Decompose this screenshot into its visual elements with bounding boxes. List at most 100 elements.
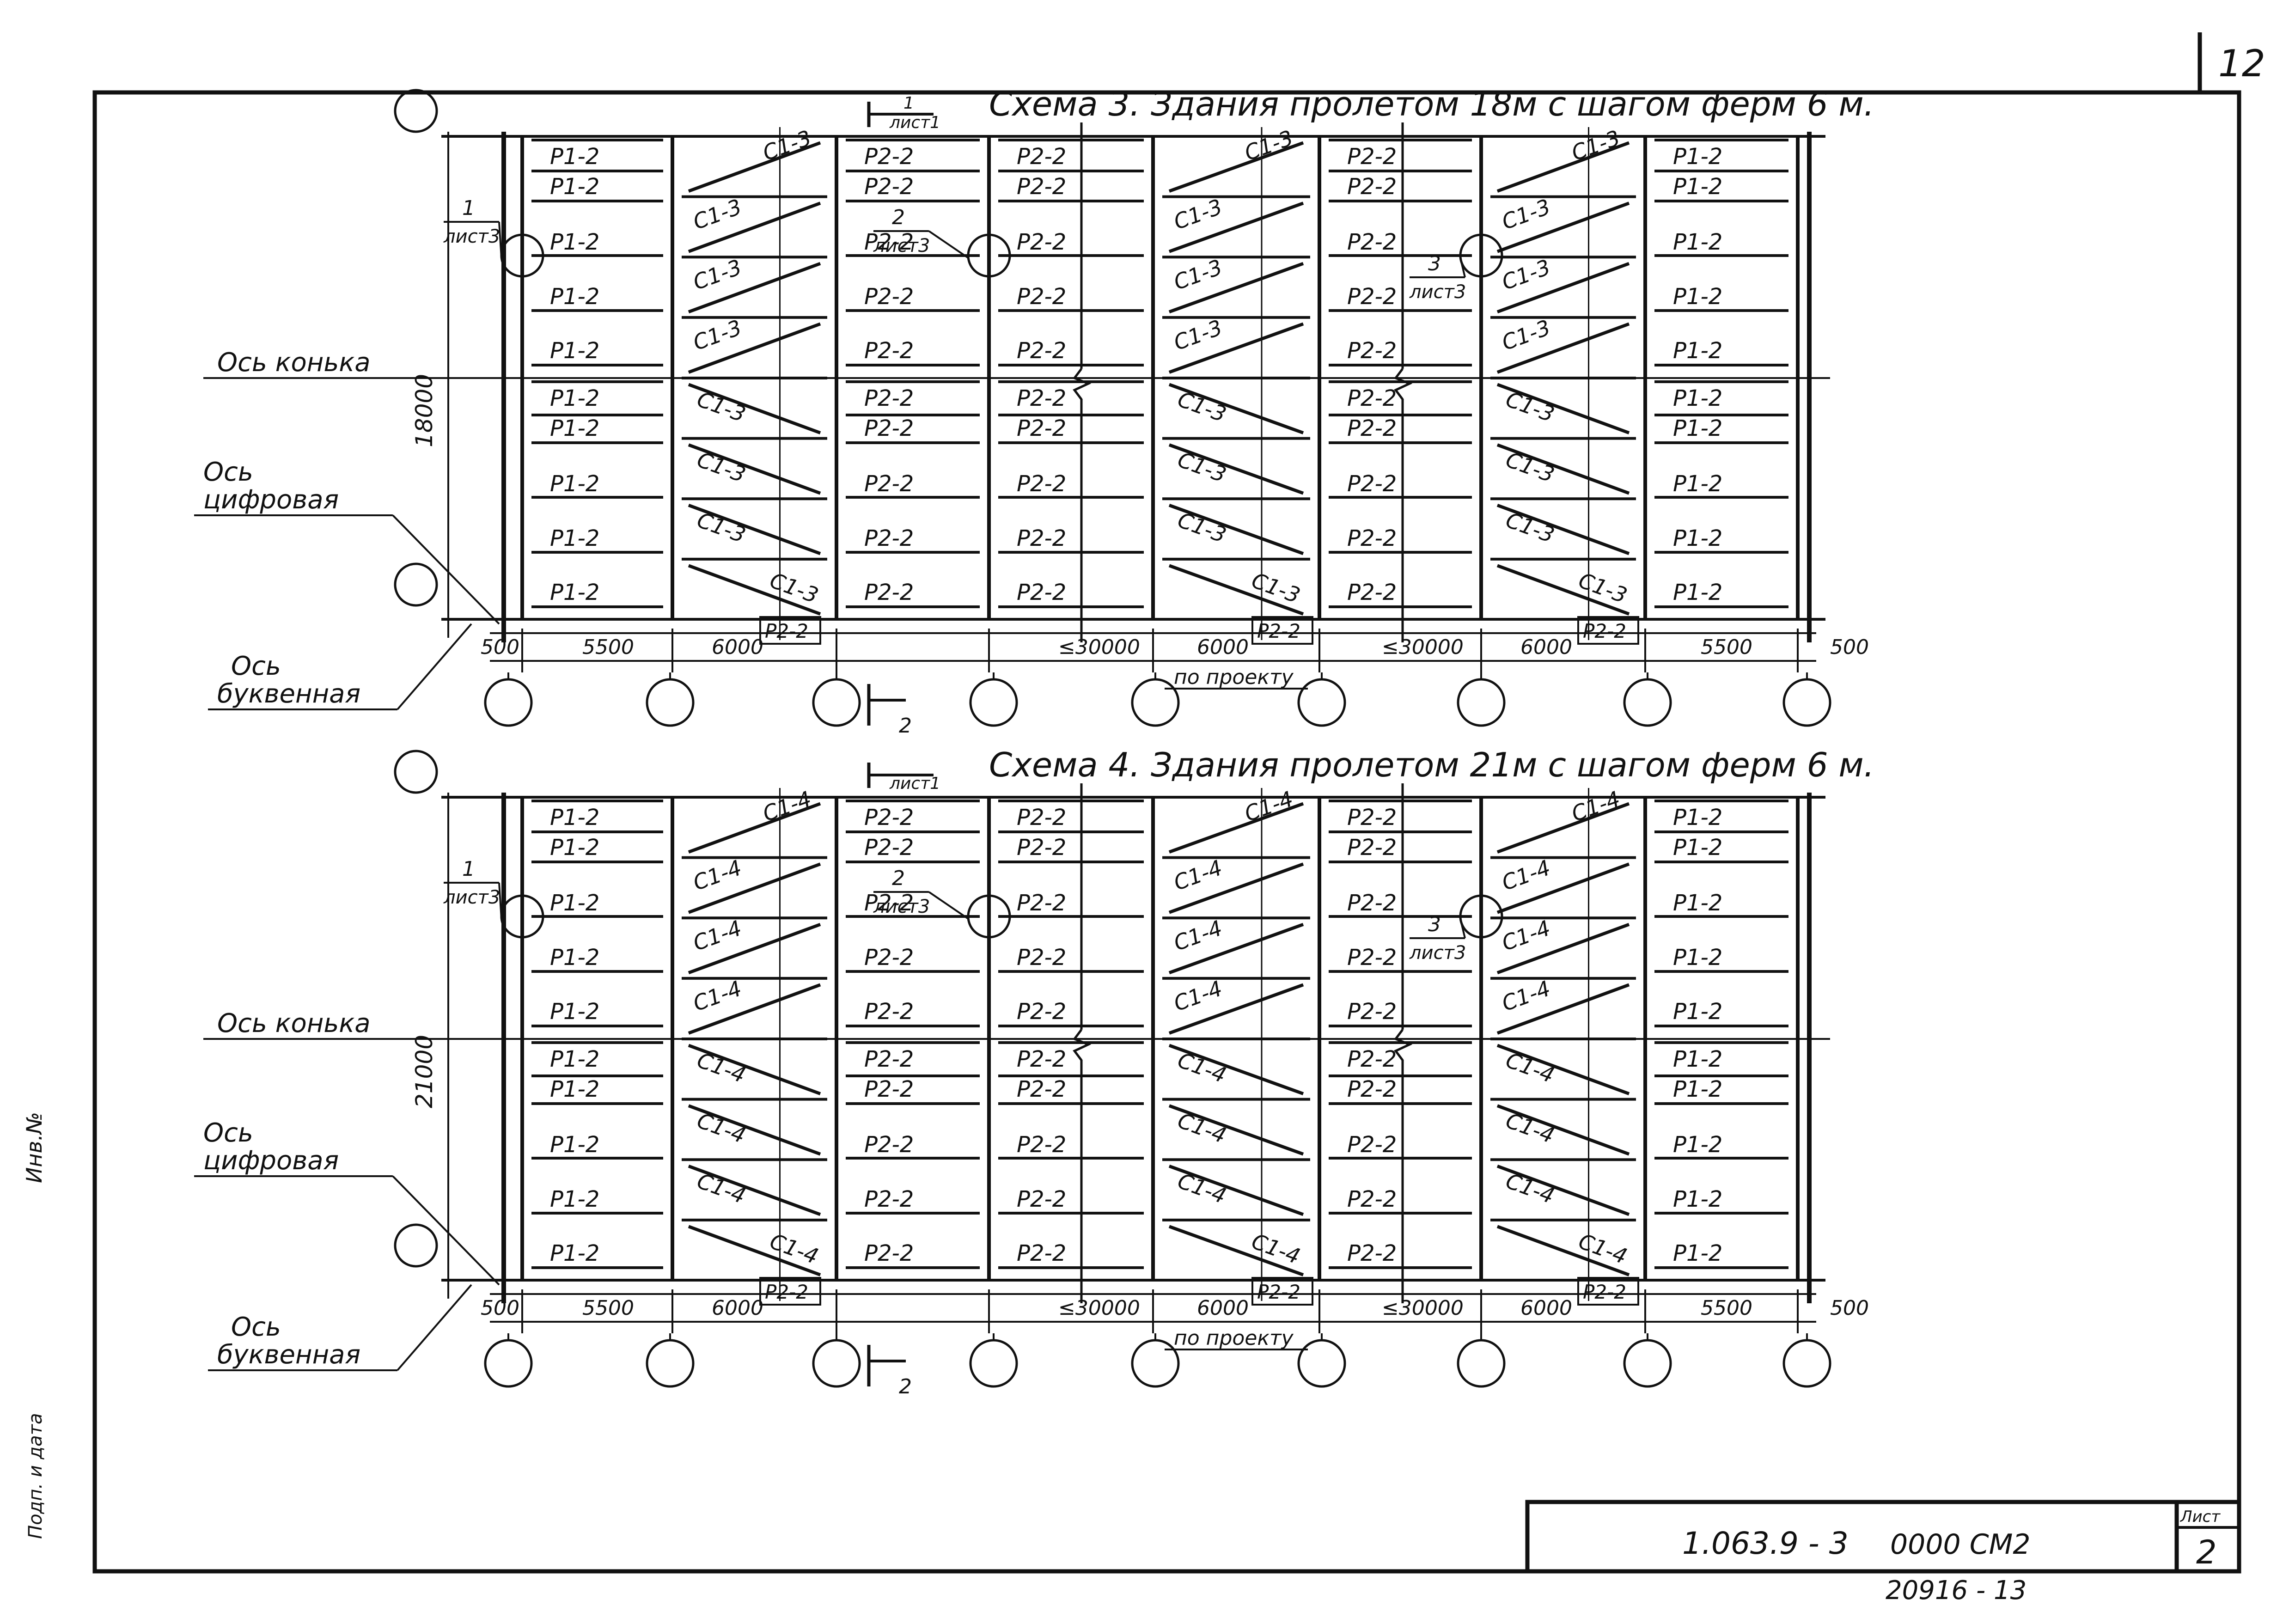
brace-label: С1-4 (690, 976, 745, 1016)
purlin-label: Р1-2 (550, 525, 599, 551)
cross-brace (688, 983, 821, 1035)
bottom-mark: Р2-2 (765, 620, 808, 642)
purlin-label: Р2-2 (1347, 580, 1397, 605)
purlin-label: Р2-2 (864, 835, 914, 861)
cross-brace (1496, 802, 1630, 854)
bottom-mark: Р2-2 (1583, 620, 1626, 642)
height-dimension: 18000 (411, 374, 438, 447)
bay-dimension: ≤30000 (1058, 1296, 1140, 1320)
cross-brace (1496, 141, 1630, 193)
purlin-label: Р2-2 (1017, 890, 1066, 916)
purlin-label: Р1-2 (1673, 525, 1722, 551)
cross-brace (688, 201, 821, 253)
axis-bubble-bottom (394, 1223, 438, 1268)
brace-label: С1-4 (690, 916, 745, 956)
doc-code: 1.063.9 - 3 (1682, 1526, 1849, 1561)
cross-brace (1496, 564, 1630, 616)
purlin-label: Р1-2 (550, 999, 599, 1025)
archive-stamp: 20916 - 13 (1886, 1575, 2026, 1606)
purlin-label: Р1-2 (550, 835, 599, 861)
cross-brace (1168, 983, 1304, 1035)
cross-brace (1496, 983, 1630, 1035)
brace-label: С1-4 (690, 855, 745, 895)
purlin-label: Р1-2 (550, 385, 599, 411)
page-number: 12 (2218, 42, 2265, 85)
cross-brace (688, 503, 821, 556)
bottom-mark: Р2-2 (765, 1281, 808, 1303)
cross-brace (1168, 141, 1304, 193)
cross-brace (1496, 262, 1630, 314)
detail-callout-circle (1459, 894, 1503, 939)
purlin-label: Р2-2 (1017, 580, 1066, 605)
detail-callout-sheet: лист3 (873, 896, 930, 917)
purlin-label: Р1-2 (1673, 945, 1722, 971)
axis-bubble (1457, 1339, 1506, 1388)
brace-label: С1-4 (1171, 976, 1226, 1016)
bottom-mark-box (759, 616, 821, 645)
axis-bubble (1782, 1339, 1831, 1388)
bay-dimension: 6000 (1197, 1296, 1249, 1320)
brace-label: С1-3 (759, 125, 814, 165)
axis-bubble (646, 678, 695, 727)
cross-brace (688, 922, 821, 975)
detail-callout-leader (1459, 918, 1466, 939)
purlin-label: Р1-2 (1673, 1186, 1722, 1212)
brace-label: С1-3 (1171, 194, 1226, 234)
brace-label: С1-4 (1502, 1168, 1557, 1209)
brace-label: С1-4 (1174, 1047, 1229, 1087)
ridge-axis-label: Ось конька (217, 1008, 371, 1038)
detail-callout-leader (1459, 257, 1466, 278)
cross-brace (1168, 383, 1304, 434)
bottom-mark-box (1251, 1277, 1313, 1306)
cross-brace (688, 262, 821, 314)
purlin-label: Р2-2 (864, 229, 914, 255)
detail-callout-number: 1 (462, 196, 475, 220)
numeric-axis-label: цифровая (203, 485, 339, 515)
cross-brace (688, 1225, 821, 1276)
bay-dimension: 6000 (1197, 635, 1249, 659)
purlin-label: Р1-2 (1673, 471, 1722, 497)
detail-callout-sheet: лист3 (1409, 942, 1466, 964)
purlin-label: Р2-2 (1017, 1046, 1066, 1072)
brace-label: С1-3 (1174, 447, 1229, 487)
purlin-label: Р2-2 (864, 385, 914, 411)
bay-dimension: 6000 (712, 1296, 763, 1320)
doc-name: 0000 СМ2 (1890, 1528, 2031, 1561)
bay-dimension: 5500 (582, 635, 634, 659)
purlin-label: Р1-2 (550, 471, 599, 497)
bottom-mark-box (1577, 1277, 1639, 1306)
purlin-label: Р2-2 (864, 805, 914, 830)
purlin-label: Р2-2 (1347, 174, 1397, 200)
section-ref-number: 1 (903, 94, 914, 113)
detail-callout-leader (498, 221, 502, 258)
cross-brace (688, 1044, 821, 1095)
axis-bubble (812, 678, 861, 727)
purlin-label: Р1-2 (550, 284, 599, 310)
brace-label: С1-4 (694, 1047, 749, 1087)
purlin-label: Р2-2 (1347, 945, 1397, 971)
axis-bubble (1623, 1339, 1672, 1388)
purlin-label: Р2-2 (1347, 999, 1397, 1025)
brace-label: С1-3 (1499, 255, 1554, 295)
height-dimension: 21000 (411, 1035, 438, 1108)
brace-label: С1-4 (694, 1168, 749, 1209)
letter-axis-label: буквенная (217, 679, 360, 709)
bay-dimension: 5500 (582, 1296, 634, 1320)
section-mark-number: 2 (899, 1375, 912, 1398)
purlin-label: Р2-2 (864, 1132, 914, 1158)
cross-brace (688, 802, 821, 854)
purlin-label: Р2-2 (1017, 415, 1066, 441)
detail-callout-number: 3 (1428, 913, 1441, 936)
scheme-4-diagram: Схема 4. Здания пролетом 21м с шагом фер… (194, 745, 1874, 1398)
purlin-label: Р2-2 (1017, 338, 1066, 364)
purlin-label: Р1-2 (550, 144, 599, 170)
side-text-inv: Инв.№ (22, 1112, 47, 1183)
cross-brace (688, 564, 821, 616)
axis-bubble (1131, 1339, 1180, 1388)
cross-brace (1168, 201, 1304, 253)
detail-callout-sheet: лист3 (443, 226, 500, 247)
detail-callout-number: 2 (892, 867, 905, 890)
detail-callout-number: 2 (892, 206, 905, 229)
side-text-sign: Подп. и дата (25, 1413, 46, 1539)
purlin-label: Р2-2 (864, 1186, 914, 1212)
